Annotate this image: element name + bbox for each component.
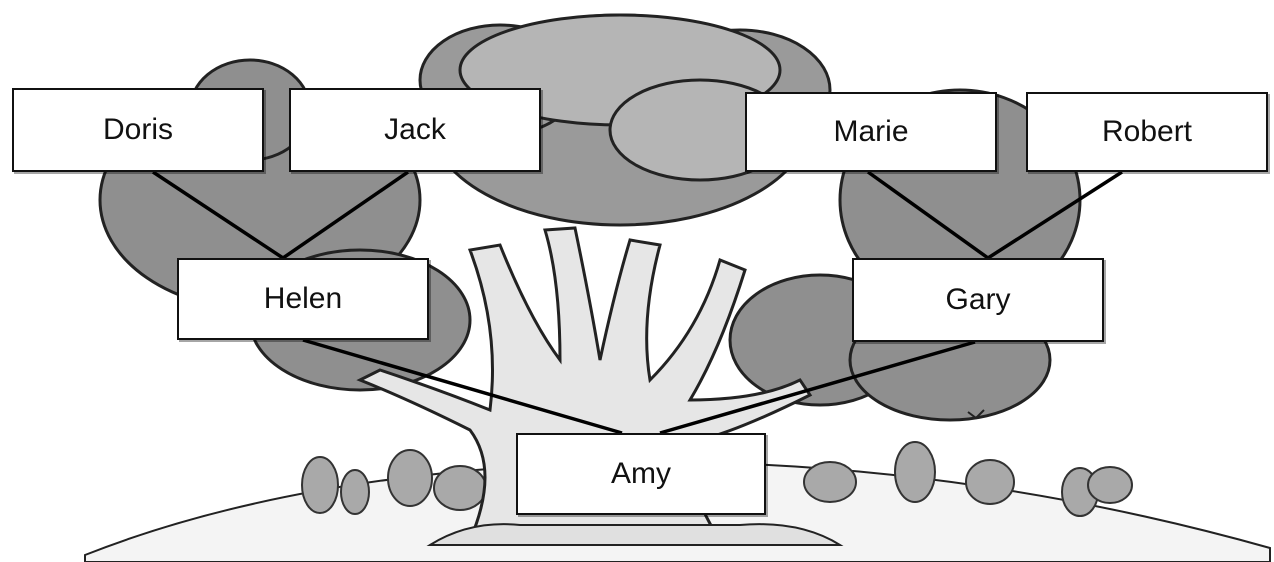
node-amy: Amy [516, 433, 766, 515]
node-doris: Doris [12, 88, 264, 172]
node-jack: Jack [289, 88, 541, 172]
node-helen: Helen [177, 258, 429, 340]
node-gary: Gary [852, 258, 1104, 342]
tree-roots [430, 524, 840, 545]
node-marie: Marie [745, 92, 997, 172]
node-robert: Robert [1026, 92, 1268, 172]
